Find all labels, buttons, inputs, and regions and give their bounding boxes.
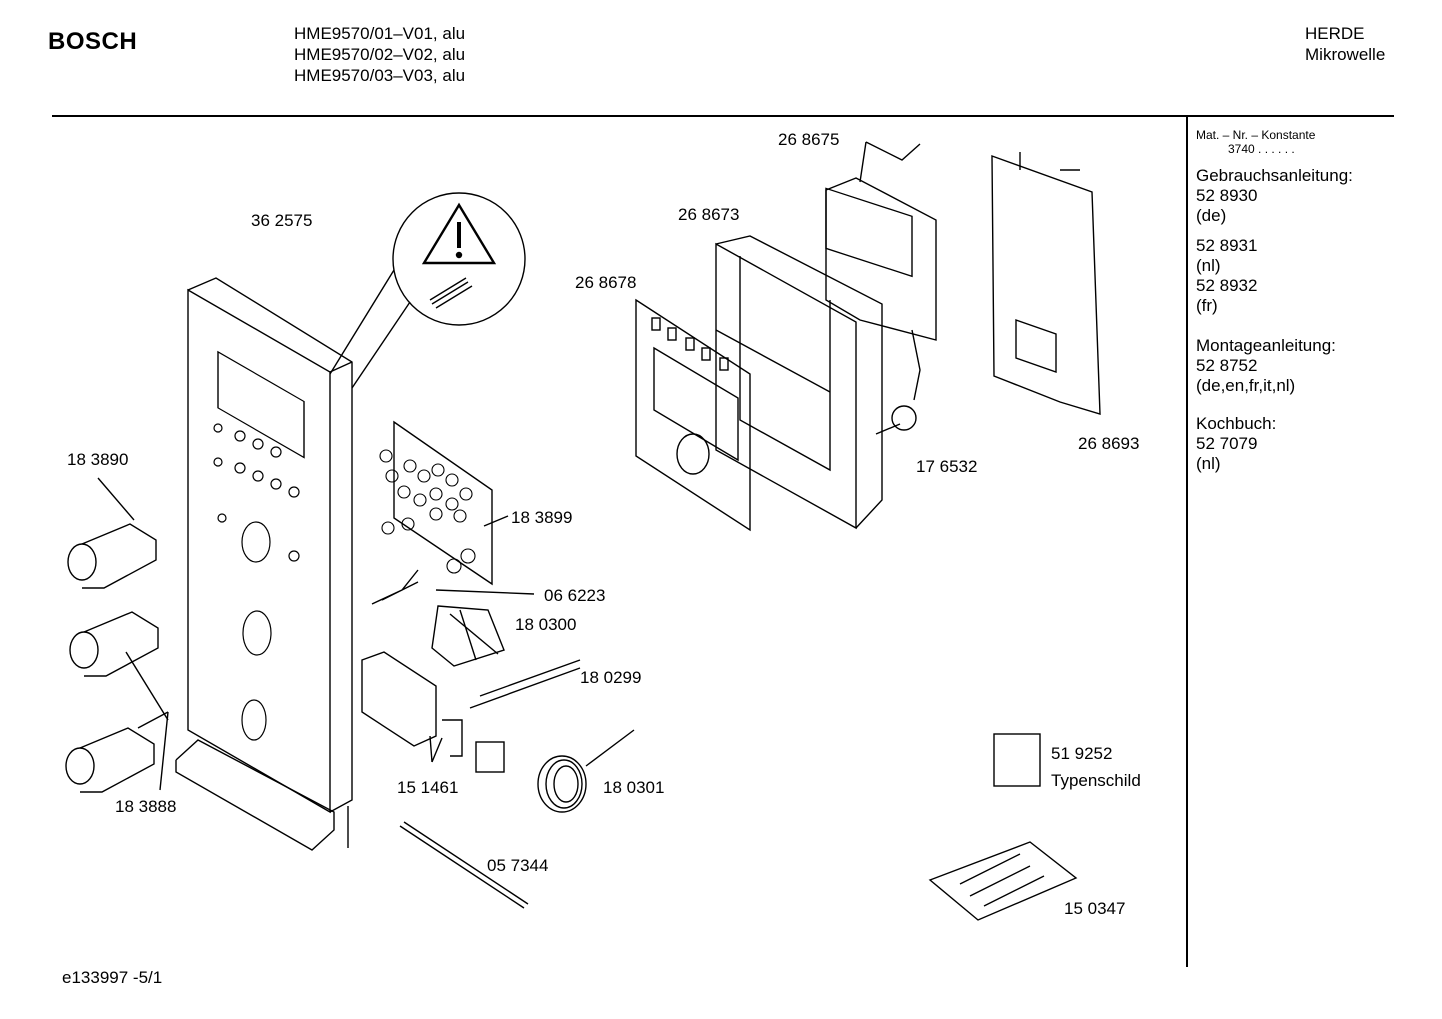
header-divider — [52, 115, 1394, 117]
part-label-183888: 18 3888 — [115, 797, 177, 816]
model-line: HME9570/02–V02, alu — [294, 45, 466, 64]
mat-value: 3740 . . . . . . — [1228, 142, 1295, 156]
part-label-183890: 18 3890 — [67, 450, 129, 469]
part-label-519252: 51 9252 — [1051, 744, 1113, 763]
front-panel-drawing — [175, 277, 353, 851]
part-label-268675: 26 8675 — [778, 130, 840, 149]
part-label-268673: 26 8673 — [678, 205, 740, 224]
sidebar-line: 52 8931 — [1196, 236, 1258, 255]
control-frame-drawing — [635, 298, 751, 532]
part-label-268693: 26 8693 — [1078, 434, 1140, 453]
keyboard-pcb-drawing — [371, 420, 535, 605]
sidebar-line: Gebrauchsanleitung: — [1196, 166, 1353, 185]
category: HERDE Mikrowelle — [1305, 23, 1385, 65]
part-label-176532: 17 6532 — [916, 457, 978, 476]
sidebar-line: (nl) — [1196, 454, 1221, 473]
sidebar-divider — [1186, 117, 1188, 967]
power-board-drawing — [991, 152, 1101, 415]
sidebar-line: 52 8930 — [1196, 186, 1258, 205]
knob-drawings — [65, 477, 169, 793]
brand-logo: BOSCH — [48, 28, 138, 55]
part-label-057344: 05 7344 — [487, 856, 549, 875]
sidebar-line: Kochbuch: — [1196, 414, 1277, 433]
model-line: HME9570/03–V03, alu — [294, 66, 466, 85]
part-label-typenschild: Typenschild — [1051, 771, 1141, 790]
category-line: HERDE — [1305, 24, 1365, 43]
sidebar-line: (de) — [1196, 206, 1227, 225]
sidebar-line: Montageanleitung: — [1196, 336, 1336, 355]
part-label-066223: 06 6223 — [544, 586, 606, 605]
drawing-code: e133997 -5/1 — [62, 968, 163, 987]
screw-bag-drawing — [928, 841, 1078, 921]
part-label-180299: 18 0299 — [580, 668, 642, 687]
part-label-362575: 36 2575 — [251, 211, 313, 230]
sidebar-line: (fr) — [1196, 296, 1218, 315]
category-line: Mikrowelle — [1305, 45, 1386, 64]
sidebar-info: Mat. – Nr. – Konstante 3740 . . . . . . … — [1196, 128, 1353, 474]
part-label-268678: 26 8678 — [575, 273, 637, 292]
part-label-180301: 18 0301 — [603, 778, 665, 797]
model-line: HME9570/01–V01, alu — [294, 24, 466, 43]
mat-label: Mat. – Nr. – Konstante — [1196, 128, 1316, 142]
warning-bubble — [329, 192, 526, 389]
part-label-183899: 18 3899 — [511, 508, 573, 527]
part-label-180300: 18 0300 — [515, 615, 577, 634]
chassis-drawing — [715, 235, 883, 530]
sidebar-line: (nl) — [1196, 256, 1221, 275]
sidebar-line: (de,en,fr,it,nl) — [1196, 376, 1296, 395]
sidebar-line: 52 8932 — [1196, 276, 1258, 295]
type-label-drawing — [993, 733, 1041, 787]
sidebar-line: 52 8752 — [1196, 356, 1258, 375]
model-list: HME9570/01–V01, alu HME9570/02–V02, alu … — [294, 23, 465, 86]
part-label-151461: 15 1461 — [397, 778, 459, 797]
sidebar-line: 52 7079 — [1196, 434, 1258, 453]
switch-drawings — [361, 605, 635, 909]
module-drawing — [825, 141, 937, 435]
part-label-150347: 15 0347 — [1064, 899, 1126, 918]
